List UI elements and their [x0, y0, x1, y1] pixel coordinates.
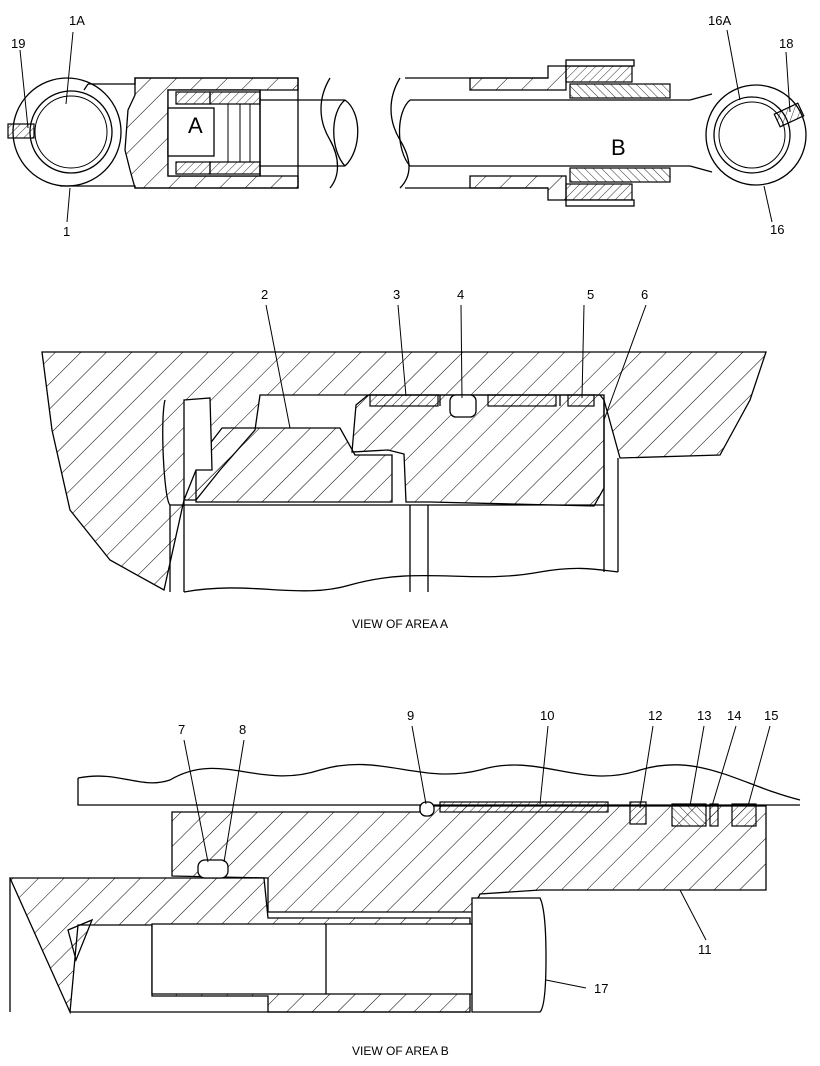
area-a-label: A [188, 113, 203, 138]
callout-7: 7 [178, 722, 185, 737]
callout-2: 2 [261, 287, 268, 302]
callout-16a: 16A [708, 13, 731, 28]
callout-16: 16 [770, 222, 784, 237]
callout-17: 17 [594, 981, 608, 996]
caption-view-area-b: VIEW OF AREA B [352, 1044, 449, 1058]
area-b-label: B [611, 135, 626, 160]
cylinder-overview: A B 19 1A 1 16A 18 16 [7, 13, 807, 239]
callout-5: 5 [587, 287, 594, 302]
callout-8: 8 [239, 722, 246, 737]
bolt-17 [151, 897, 547, 1013]
callout-12: 12 [648, 708, 662, 723]
callout-15: 15 [764, 708, 778, 723]
view-area-a: 2 3 4 5 6 VIEW OF AREA A [41, 287, 767, 631]
view-area-b: 7 8 9 10 12 13 14 15 11 17 VIEW OF AREA … [8, 708, 801, 1058]
gland-area-b [565, 59, 671, 207]
callout-1a: 1A [69, 13, 85, 28]
callout-3: 3 [393, 287, 400, 302]
callout-13: 13 [697, 708, 711, 723]
callout-19: 19 [11, 36, 25, 51]
callout-9: 9 [407, 708, 414, 723]
callout-10: 10 [540, 708, 554, 723]
callout-14: 14 [727, 708, 741, 723]
piston-area-a [167, 89, 261, 177]
callout-18: 18 [779, 36, 793, 51]
caption-view-area-a: VIEW OF AREA A [352, 617, 448, 631]
callout-6: 6 [641, 287, 648, 302]
callout-4: 4 [457, 287, 464, 302]
callout-1: 1 [63, 224, 70, 239]
rod-end-eye [689, 84, 807, 186]
callout-11: 11 [698, 942, 712, 957]
